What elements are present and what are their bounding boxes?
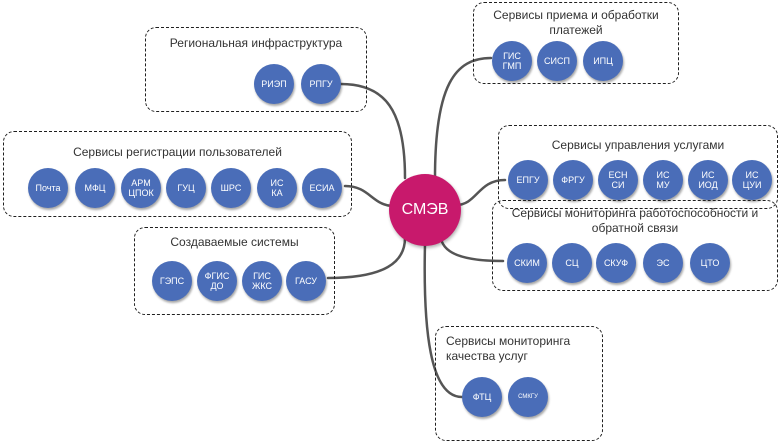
node-is-mu[interactable]: ИС МУ xyxy=(643,160,683,200)
node-geps[interactable]: ГЭПС xyxy=(152,261,192,301)
node-skim[interactable]: СКИМ xyxy=(507,243,547,283)
connector-registration xyxy=(343,184,396,208)
node-shrs[interactable]: ШРС xyxy=(211,168,251,208)
node-guc[interactable]: ГУЦ xyxy=(166,168,206,208)
connector-created xyxy=(326,236,407,280)
group-title: Сервисы регистрации пользователей xyxy=(73,145,282,159)
group-title: Сервисы приема и обработки платежей xyxy=(493,8,659,37)
node-esn-si[interactable]: ЕСН СИ xyxy=(598,160,638,200)
node-is-iod[interactable]: ИС ИОД xyxy=(688,160,728,200)
node-pochta[interactable]: Почта xyxy=(28,168,68,208)
node-smkgu[interactable]: СМКГУ xyxy=(508,377,548,417)
node-sc[interactable]: СЦ xyxy=(552,243,592,283)
group-registration-services: Сервисы регистрации пользователей Почта … xyxy=(3,131,352,217)
connector-regional xyxy=(339,82,407,180)
group-title: Сервисы мониторинга работоспособности и … xyxy=(511,206,759,235)
node-gis-gmp[interactable]: ГИС ГМП xyxy=(492,41,532,81)
node-es[interactable]: ЭС xyxy=(643,243,683,283)
node-is-ka[interactable]: ИС КА xyxy=(257,168,297,208)
connector-quality xyxy=(423,242,464,399)
node-ipc[interactable]: ИПЦ xyxy=(583,41,623,81)
connector-payments xyxy=(433,56,493,180)
group-service-management: Сервисы управления услугами ЕПГУ ФРГУ ЕС… xyxy=(498,125,778,209)
node-ftc[interactable]: ФТЦ xyxy=(462,377,502,417)
group-regional-infrastructure: Региональная инфраструктура РИЭП РПГУ xyxy=(145,27,367,112)
node-cto[interactable]: ЦТО xyxy=(690,243,730,283)
node-frgu[interactable]: ФРГУ xyxy=(553,160,593,200)
node-gis-zhks[interactable]: ГИС ЖКС xyxy=(242,261,282,301)
node-arm-cpok[interactable]: АРМ ЦПОК xyxy=(121,168,161,208)
group-quality-monitoring: Сервисы мониторинга качества услуг ФТЦ С… xyxy=(435,326,603,441)
node-fgis-do[interactable]: ФГИС ДО xyxy=(197,261,237,301)
group-title: Региональная инфраструктура xyxy=(169,36,343,50)
node-gasu[interactable]: ГАСУ xyxy=(286,261,326,301)
node-rpgu[interactable]: РПГУ xyxy=(301,64,341,104)
node-mfc[interactable]: МФЦ xyxy=(75,168,115,208)
group-title: Сервисы мониторинга качества услуг xyxy=(446,334,571,363)
group-created-systems: Создаваемые системы ГЭПС ФГИС ДО ГИС ЖКС… xyxy=(134,227,335,315)
group-monitoring-services: Сервисы мониторинга работоспособности и … xyxy=(492,200,778,291)
hub-smev[interactable]: СМЭВ xyxy=(389,174,461,246)
group-title: Сервисы управления услугами xyxy=(551,138,725,152)
node-riep[interactable]: РИЭП xyxy=(254,64,294,104)
node-esia[interactable]: ЕСИА xyxy=(302,168,342,208)
node-sisp[interactable]: СИСП xyxy=(537,41,577,81)
node-is-cui[interactable]: ИС ЦУИ xyxy=(732,160,772,200)
node-epgu[interactable]: ЕПГУ xyxy=(508,160,548,200)
node-skuf[interactable]: СКУФ xyxy=(596,243,636,283)
group-title: Создаваемые системы xyxy=(170,235,299,249)
group-payment-services: Сервисы приема и обработки платежей ГИС … xyxy=(473,2,679,84)
